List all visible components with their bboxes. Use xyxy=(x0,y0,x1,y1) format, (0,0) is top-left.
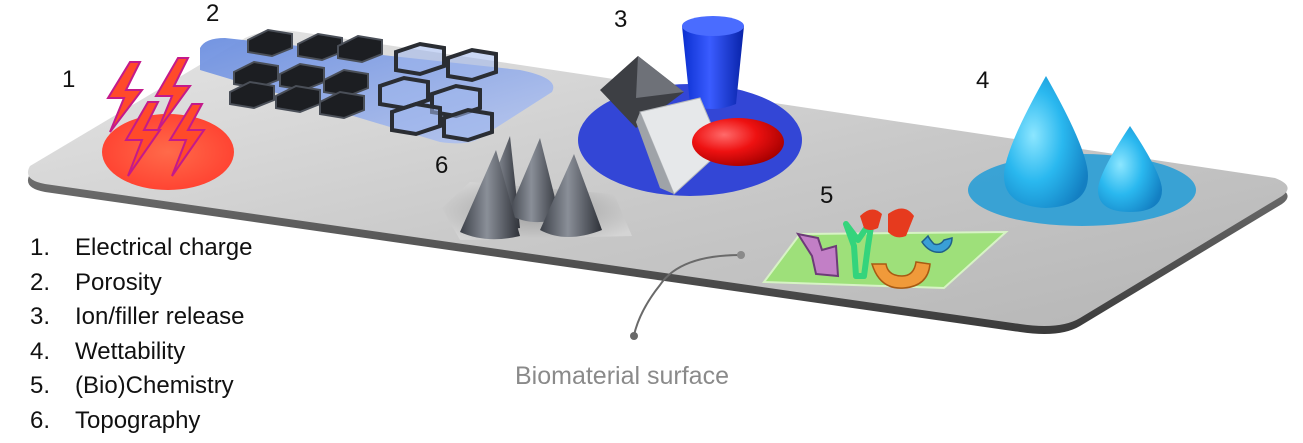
properties-legend: 1. Electrical charge 2. Porosity 3. Ion/fil… xyxy=(30,236,252,443)
legend-number: 2. xyxy=(30,268,51,296)
marker-2: 2 xyxy=(206,0,220,27)
legend-text: Wettability xyxy=(75,337,186,365)
legend-number: 6. xyxy=(30,406,51,434)
surface-callout xyxy=(630,251,745,340)
porosity-feature xyxy=(200,28,554,144)
legend-number: 1. xyxy=(30,234,51,261)
legend-text: (Bio)Chemistry xyxy=(75,372,234,399)
legend-item: 3. Ion/filler release xyxy=(30,305,252,340)
marker-6: 6 xyxy=(435,152,449,179)
legend-text: Ion/filler release xyxy=(75,303,245,330)
topography-feature xyxy=(442,136,632,240)
biochemistry-feature xyxy=(762,208,1009,290)
marker-3: 3 xyxy=(614,6,628,33)
legend-item: 1. Electrical charge xyxy=(30,236,252,271)
legend-item: 5. (Bio)Chemistry xyxy=(30,374,252,409)
legend-text: Electrical charge xyxy=(75,234,253,261)
marker-4: 4 xyxy=(976,67,990,94)
legend-item: 2. Porosity xyxy=(30,268,252,306)
legend-item: 4. Wettability xyxy=(30,337,252,375)
marker-1: 1 xyxy=(62,66,76,93)
legend-number: 4. xyxy=(30,337,51,365)
biomaterial-surface-label: Biomaterial surface xyxy=(515,362,729,390)
wettability-feature xyxy=(968,76,1196,226)
legend-text: Porosity xyxy=(75,268,162,296)
marker-5: 5 xyxy=(820,182,834,209)
legend-item: 6. Topography xyxy=(30,406,252,443)
ion-release-feature xyxy=(578,16,802,196)
legend-number: 5. xyxy=(30,372,51,399)
legend-text: Topography xyxy=(75,406,201,434)
legend-number: 3. xyxy=(30,303,51,330)
electrical-charge-feature xyxy=(102,57,234,190)
